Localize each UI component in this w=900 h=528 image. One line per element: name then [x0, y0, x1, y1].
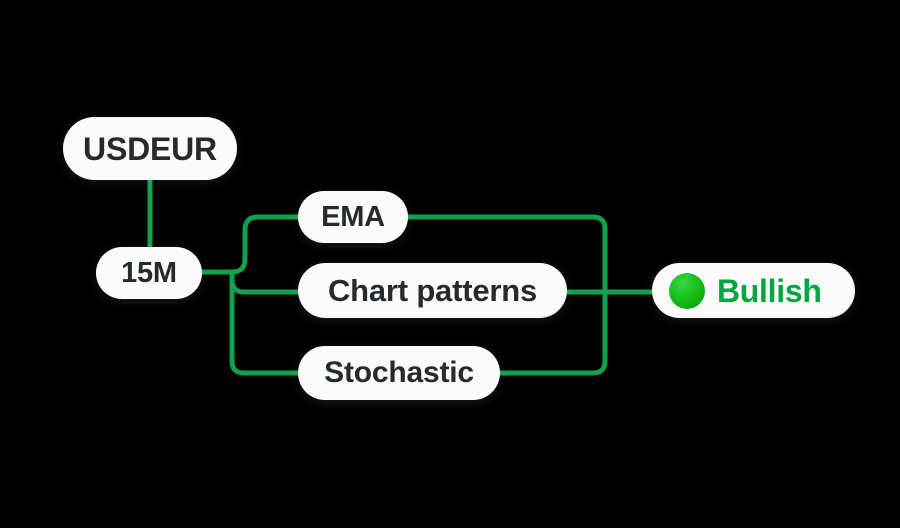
- node-indicator-chart-patterns-label: Chart patterns: [327, 273, 538, 308]
- node-symbol[interactable]: USDEUR: [63, 117, 237, 180]
- node-timeframe-label: 15M: [121, 256, 177, 289]
- node-indicator-stochastic[interactable]: Stochastic: [298, 346, 500, 400]
- node-timeframe[interactable]: 15M: [96, 247, 202, 299]
- node-indicator-chart-patterns[interactable]: Chart patterns: [298, 263, 567, 318]
- node-indicator-ema[interactable]: EMA: [298, 191, 408, 243]
- status-dot-green-icon: [669, 272, 705, 309]
- node-symbol-label: USDEUR: [83, 130, 217, 167]
- edge-15m-to-chart-patterns: [229, 272, 300, 295]
- node-indicator-ema-label: EMA: [321, 200, 385, 233]
- node-verdict-label: Bullish: [717, 272, 822, 309]
- node-indicator-stochastic-label: Stochastic: [324, 356, 474, 389]
- edge-15m-to-ema: [228, 214, 300, 275]
- node-verdict[interactable]: Bullish: [652, 263, 855, 318]
- edge-15m-to-stochastic: [229, 280, 300, 376]
